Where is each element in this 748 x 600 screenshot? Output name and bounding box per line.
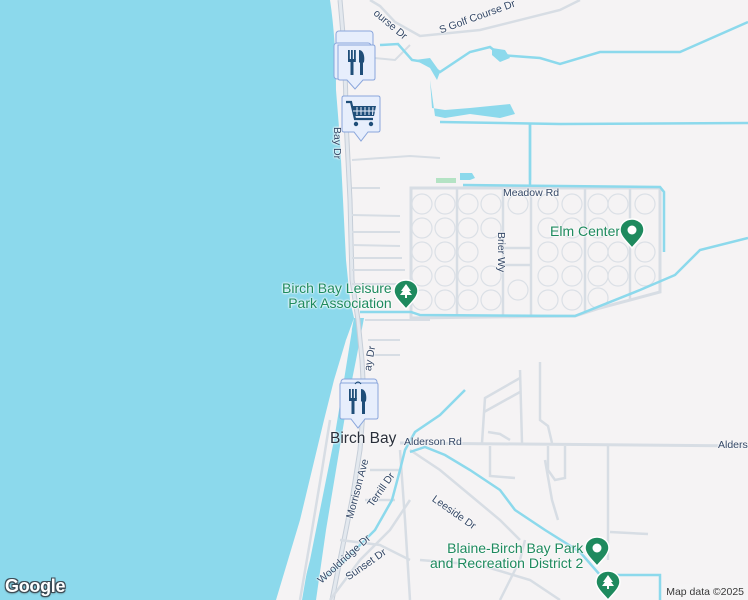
- poi-label-blaine-park[interactable]: Blaine-Birch Bay Park and Recreation Dis…: [430, 541, 583, 571]
- park-tree-pin-icon-south[interactable]: [595, 570, 621, 600]
- poi-label-leisure-park-line2: Park Association: [288, 295, 392, 311]
- fork-knife-icon: [348, 50, 365, 75]
- poi-label-blaine-park-line2: and Recreation District 2: [430, 555, 584, 571]
- fork-knife-icon: [349, 389, 367, 414]
- poi-label-blaine-park-line1: Blaine-Birch Bay Park: [447, 540, 584, 556]
- road-label-meadow-rd: Meadow Rd: [503, 187, 560, 199]
- shopping-marker[interactable]: [341, 95, 381, 145]
- road-label-alderson-rd-east: Alders: [718, 439, 748, 451]
- poi-label-leisure-park[interactable]: Birch Bay Leisure Park Association: [282, 281, 392, 311]
- restaurant-marker-north[interactable]: [333, 30, 377, 92]
- sea-water: [0, 0, 354, 600]
- road-label-brier-wy: Brier Wy: [495, 232, 507, 273]
- road-label-alderson-rd: Alderson Rd: [404, 436, 462, 448]
- blaine-park-pin-icon[interactable]: [584, 536, 610, 568]
- place-label-birch-bay[interactable]: Birch Bay: [330, 430, 397, 447]
- elm-center-pin-icon[interactable]: [619, 218, 645, 250]
- map-attribution[interactable]: Map data ©2025: [662, 584, 748, 600]
- poi-label-elm-center[interactable]: Elm Center: [550, 223, 621, 239]
- google-logo[interactable]: Google: [5, 576, 66, 596]
- poi-label-leisure-park-line1: Birch Bay Leisure: [282, 280, 392, 296]
- park-tree-pin-icon[interactable]: [393, 279, 419, 311]
- restaurant-marker-south[interactable]: [338, 377, 380, 433]
